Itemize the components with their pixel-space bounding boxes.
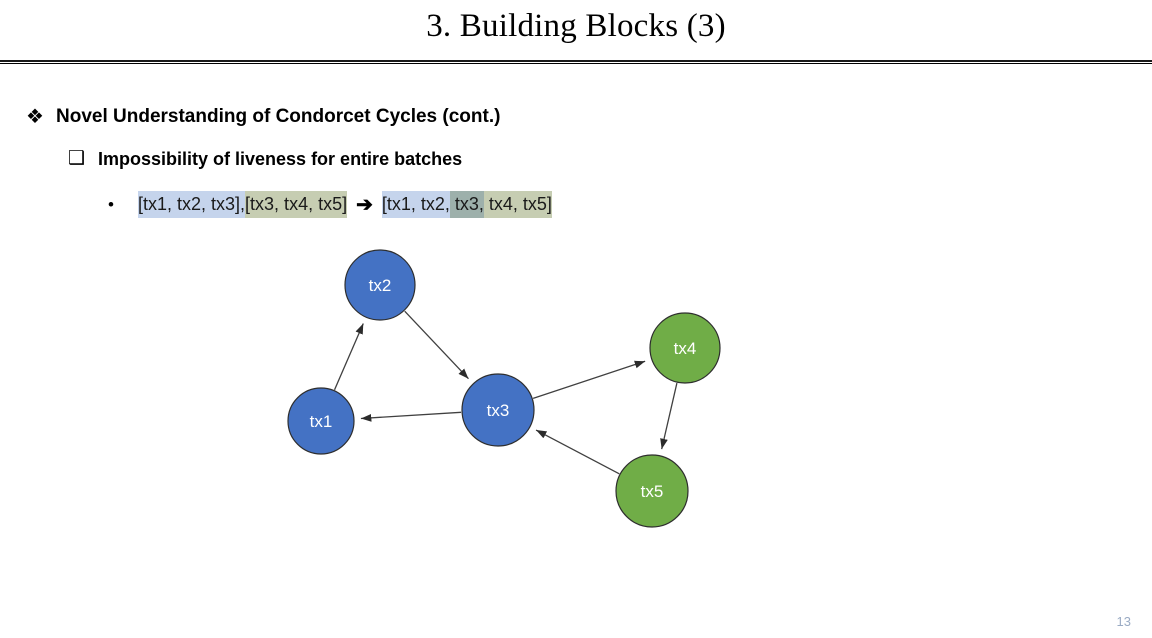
result-green-segment: tx4, tx5]: [483, 191, 552, 218]
graph-edge-tx1-to-tx2: [333, 323, 364, 391]
batch-a-highlight: [tx1, tx2, tx3],: [138, 191, 246, 218]
right-arrow-icon: ➔: [356, 194, 373, 216]
result-blue-segment: [tx1, tx2,: [381, 191, 450, 218]
graph-node-label-tx3: tx3: [487, 401, 510, 420]
graph-nodes: tx1 tx2 tx3 tx4 tx5: [287, 249, 721, 528]
graph-node-label-tx1: tx1: [310, 412, 333, 431]
page-title: 3. Building Blocks (3): [426, 8, 726, 44]
graph-node-label-tx5: tx5: [641, 482, 664, 501]
graph-node-tx4[interactable]: tx4: [649, 312, 721, 384]
graph-node-tx5[interactable]: tx5: [615, 454, 689, 528]
graph-node-circle-tx5: [615, 454, 689, 528]
bullet-level1: ❖ Novel Understanding of Condorcet Cycle…: [26, 104, 500, 130]
graph-node-tx3[interactable]: tx3: [461, 373, 535, 447]
graph-edge-tx2-to-tx3: [404, 310, 469, 380]
graph-edges: [333, 310, 678, 475]
result-overlap-segment: tx3,: [449, 191, 484, 218]
graph-edge-tx3-to-tx4: [532, 360, 646, 399]
graph-edge-tx3-to-tx1: [360, 411, 462, 422]
header-divider-thick: [0, 60, 1152, 62]
graph-edge-tx4-to-tx5: [660, 382, 678, 450]
graph-svg: tx1 tx2 tx3 tx4 tx5: [287, 249, 721, 528]
header-divider-thin: [0, 63, 1152, 64]
graph-node-circle-tx3: [461, 373, 535, 447]
batch-b-highlight: [tx3, tx4, tx5]: [245, 191, 348, 218]
diamond-bullet-icon: ❖: [26, 106, 44, 128]
graph-edge-tx5-to-tx3: [535, 429, 620, 475]
graph-node-circle-tx4: [649, 312, 721, 384]
bullet-level1-label: Novel Understanding of Condorcet Cycles …: [56, 106, 501, 127]
header-divider: [0, 60, 1152, 64]
graph-node-label-tx2: tx2: [369, 276, 392, 295]
square-bullet-icon: ❑: [68, 148, 86, 169]
condorcet-cycle-graph: tx1 tx2 tx3 tx4 tx5: [260, 236, 780, 546]
graph-node-tx2[interactable]: tx2: [344, 249, 416, 321]
graph-node-tx1[interactable]: tx1: [287, 387, 355, 455]
bullet-level3: • [tx1, tx2, tx3],[tx3, tx4, tx5]➔[tx1, …: [108, 190, 552, 219]
batch-sequence-line: [tx1, tx2, tx3],[tx3, tx4, tx5] ➔ [tx1, tx…: [138, 190, 552, 219]
dot-bullet-icon: •: [108, 194, 114, 214]
page-number: 13: [1116, 614, 1131, 629]
graph-node-label-tx4: tx4: [674, 339, 697, 358]
graph-node-circle-tx2: [344, 249, 416, 321]
bullet-level2: ❑ Impossibility of liveness for entire b…: [68, 146, 462, 172]
bullet-level2-label: Impossibility of liveness for entire bat…: [98, 149, 463, 169]
graph-node-circle-tx1: [287, 387, 355, 455]
